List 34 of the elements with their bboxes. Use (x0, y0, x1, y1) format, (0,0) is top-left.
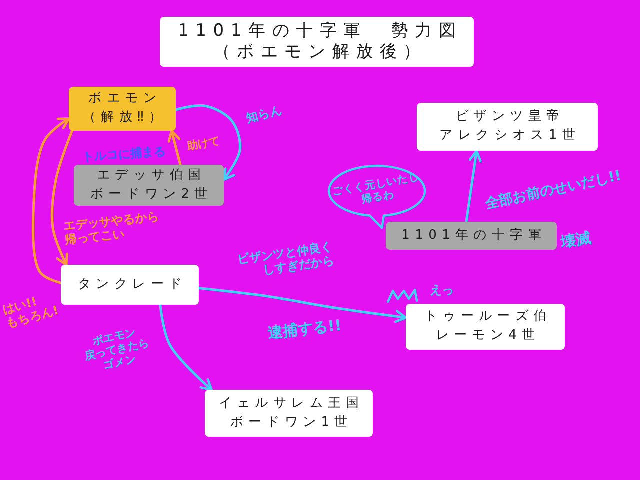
edge-label: ボエモン戻ってきたらゴメン (82, 324, 152, 374)
faction-name: ビザンツ皇帝アレクシオス1世 (438, 108, 581, 145)
faction-name: トゥールーズ伯レーモン4世 (423, 308, 552, 345)
edge-label: 逮捕する!! (267, 316, 342, 342)
faction-name: ボエモン（解放‼） (82, 90, 168, 127)
diagram-title: 1101年の十字軍 勢力図（ボエモン解放後） (160, 17, 474, 67)
arrow (50, 130, 74, 266)
faction-box (69, 87, 176, 131)
faction-box (386, 222, 557, 250)
edge-label: はい!!もちろん! (1, 293, 60, 332)
arrow (32, 117, 70, 284)
edge-label: 全部お前のせいだし!! (484, 168, 623, 214)
speech-bubble (326, 164, 428, 230)
arrow (159, 304, 213, 392)
faction-name: イェルサレム王国ボードワン1世 (218, 394, 364, 432)
handwritten-note: 壊滅 (560, 228, 592, 252)
arrow (168, 130, 182, 166)
edge-label: エデッサやるから帰ってこい (62, 209, 161, 248)
edge-label: 助けて (186, 134, 221, 153)
faction-box (417, 103, 598, 151)
handwritten-note: えっ (430, 283, 454, 298)
faction-name: エデッサ伯国ボードワン2世 (89, 166, 213, 204)
edge-label: 知らん (244, 102, 284, 126)
faction-name: タンクレード (76, 276, 188, 294)
arrow (198, 286, 408, 324)
faction-box (205, 390, 373, 437)
faction-box (61, 265, 199, 305)
arrow (465, 150, 482, 224)
faction-box (74, 165, 224, 206)
faction-name: 1101年の十字軍 (400, 226, 547, 245)
handwritten-note: ビザンツと仲良くしすぎだから (236, 239, 336, 280)
arrow (174, 104, 242, 181)
faction-box (406, 304, 565, 350)
handwritten-note: トルコに捕まる (82, 144, 166, 164)
